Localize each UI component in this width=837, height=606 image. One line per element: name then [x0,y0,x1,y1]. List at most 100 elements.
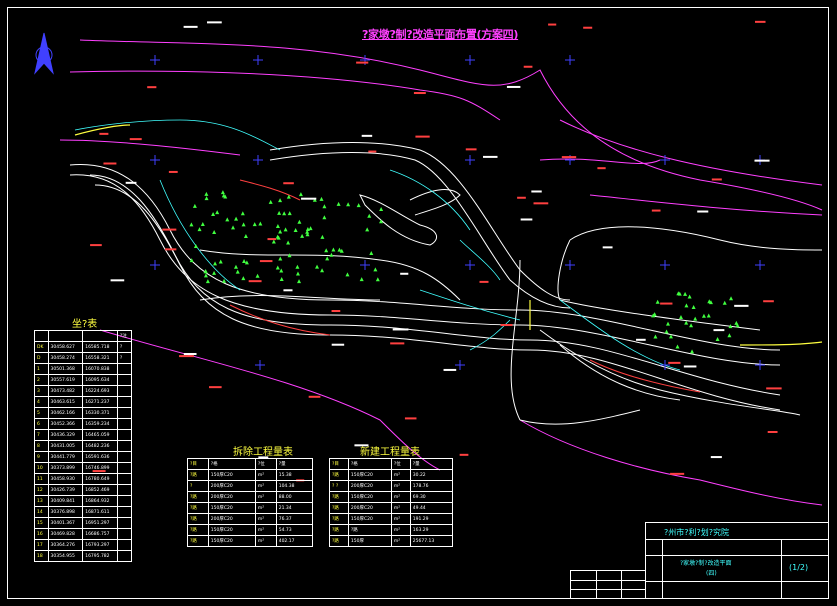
elevation-label [602,246,613,249]
elevation-label [207,21,222,24]
table-row-cell: m² [254,491,277,503]
grid-cross [253,55,263,65]
elevation-label [259,260,273,263]
elevation-label [90,244,102,247]
tree-symbol [286,240,291,245]
table-row-cell: 14 [34,506,49,518]
tree-symbol [356,203,361,208]
tree-symbol [287,253,292,258]
tree-symbol [365,227,370,232]
table-header-cell: ?格 [207,458,256,470]
elevation-label [258,456,269,459]
table-row-cell: 200厚C20 [207,513,256,525]
table-row-cell: 16070.838 [82,363,118,375]
tree-symbol [653,334,658,339]
table-row-cell [116,429,133,441]
elevation-label [267,238,277,241]
tree-symbol [315,264,320,269]
table-row-cell: 163.29 [409,524,454,536]
grid-cross [660,360,670,370]
elevation-label [331,343,345,346]
tree-symbol [189,222,194,227]
tree-symbol [205,279,210,284]
table-header: ?注 [34,330,133,342]
table-row-cell: 21.34 [275,502,314,514]
tree-symbol [337,247,342,252]
elevation-label [354,444,369,447]
tree-symbol [305,232,310,237]
elevation-label [697,210,709,213]
tree-symbol [375,277,380,282]
tree-symbol [279,277,284,282]
tree-symbol [701,313,706,318]
tree-symbol [655,299,660,304]
revision-block [570,570,646,599]
table-row-cell: 16746.899 [82,462,118,474]
table-header: ?目?格?位?量 [329,458,454,470]
table-row-cell: 2 [34,374,49,386]
table-row-cell: 30473.482 [47,385,84,397]
elevation-label [103,162,117,165]
tree-symbol [297,279,302,284]
tree-symbol [727,333,732,338]
tree-symbol [687,294,692,299]
elevation-label [110,279,125,282]
elevation-label [465,148,477,151]
elevation-label [164,248,177,251]
title-block-org: ?州市?利?划?究院 [646,523,828,540]
table-row-cell: ?路 [187,524,209,536]
grid-cross [150,155,160,165]
tree-symbol [689,323,694,328]
elevation-label [404,417,417,420]
table-header-cell: ?位 [390,458,411,470]
tree-symbol [282,211,287,216]
red-lines [229,179,701,393]
table-row-cell: 25677.13 [409,535,454,547]
tree-symbol [305,229,310,234]
tree-symbol [286,194,291,199]
table-row-cell: 49.44 [409,502,454,514]
title-block: ?州市?利?划?究院 ?家墩?制?改造平面 (四) (1/2) [645,522,829,599]
elevation-label [168,170,178,173]
table-row-cell: m² [254,469,277,481]
tree-symbol [322,204,327,209]
table-row-cell: 30401.367 [47,517,84,529]
table-row-cell: 150厚C20 [207,524,256,536]
tree-symbol [275,223,280,228]
elevation-label [583,26,593,29]
tree-symbol [300,233,305,238]
table-row-cell: 16871.611 [82,506,118,518]
table-row-cell: m² [390,502,411,514]
table-row-cell: 16852.469 [82,484,118,496]
tree-symbol [308,226,313,231]
tree-symbol [211,211,216,216]
table-row-cell: 8 [34,440,49,452]
table-row-cell: 16224.693 [82,385,118,397]
elevation-labels [90,20,782,482]
table-row-cell: DK [34,341,49,353]
table-row-cell: 12 [34,484,49,496]
table-header-cell: ?目 [329,458,349,470]
table-row-cell: 4 [34,396,49,408]
table-row-cell: 76.37 [275,513,314,525]
table-row-cell [116,517,133,529]
elevation-label [390,342,405,345]
table-row-cell [116,363,133,375]
table-row-cell: ?路 [187,535,209,547]
table-row-cell: m² [254,524,277,536]
table-row-cell: ?路 [329,524,349,536]
tree-symbol [708,300,713,305]
elevation-label [711,178,722,181]
